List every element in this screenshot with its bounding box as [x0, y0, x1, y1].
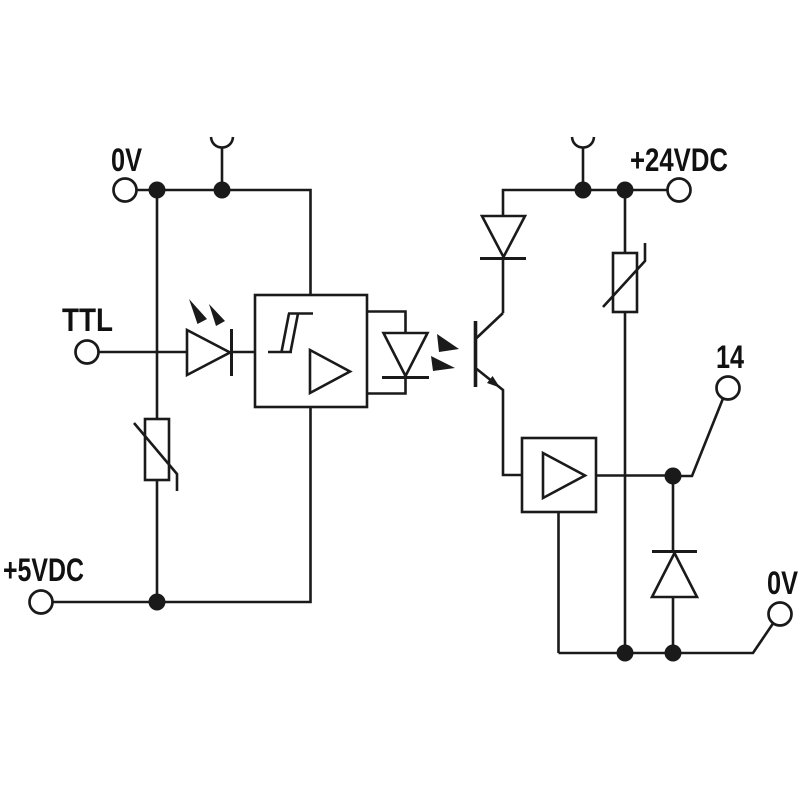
- phototransistor-icon: [473, 312, 522, 477]
- wire-opto-led-loop: [367, 310, 407, 395]
- varistor-output-icon: [602, 243, 647, 314]
- junction-dot: [664, 467, 682, 485]
- junction-dots: [148, 181, 682, 662]
- input-circuit: [52, 136, 369, 604]
- output-amp-triangle: [541, 450, 588, 501]
- hysteresis-symbol: [268, 312, 313, 354]
- terminals: [28, 177, 793, 627]
- output-circuit: [479, 136, 775, 655]
- wire-24v-rail: [501, 188, 668, 216]
- terminal-0v-top-left: [112, 177, 138, 203]
- labels: 0V TTL +5VDC +24VDC 14 0V: [3, 142, 799, 601]
- label-24vdc: +24VDC: [630, 142, 728, 178]
- wire-0v-rail: [136, 188, 312, 297]
- led-light-arrow-1: [189, 299, 207, 324]
- amplifier-triangle: [308, 347, 353, 396]
- opto-light-arrow-2: [431, 356, 455, 371]
- junction-dot: [148, 181, 166, 199]
- optocoupler: [367, 310, 522, 477]
- varistor-diagonal: [133, 422, 179, 491]
- varistor-input-icon: [133, 417, 179, 491]
- junction-dot: [664, 644, 682, 662]
- output-amplifier-icon: [520, 436, 598, 514]
- label-0v-top-left: 0V: [111, 142, 143, 178]
- label-14: 14: [716, 339, 744, 375]
- phototransistor-collector: [474, 312, 504, 340]
- terminal-ttl-input: [74, 339, 100, 365]
- indicator-led-icon: [185, 299, 233, 378]
- schmitt-trigger-driver-icon: [253, 293, 369, 409]
- terminal-24vdc: [666, 177, 692, 203]
- terminal-5vdc: [28, 589, 54, 615]
- emitter-arrowhead: [487, 376, 500, 388]
- phototransistor-emitter: [474, 366, 522, 477]
- series-diode-triangle: [479, 214, 528, 260]
- led-triangle: [185, 327, 233, 378]
- junction-dot: [616, 181, 634, 199]
- label-0v-bottom-right: 0V: [767, 565, 799, 601]
- wire-5v-rail: [52, 407, 312, 604]
- varistor2-diagonal: [602, 243, 647, 308]
- label-ttl: TTL: [62, 302, 113, 338]
- freewheeling-diode-icon: [649, 550, 700, 599]
- junction-dot: [148, 593, 166, 611]
- terminal-0v-bottom-right: [767, 601, 793, 627]
- junction-dot: [616, 644, 634, 662]
- junction-dot: [213, 181, 231, 199]
- plug-terminal-right-icon: [570, 136, 596, 149]
- series-diode-icon: [479, 214, 528, 260]
- led-light-arrow-2: [209, 304, 225, 326]
- label-5vdc: +5VDC: [3, 552, 84, 588]
- freewheel-diode-triangle: [649, 550, 700, 599]
- opto-led-triangle: [381, 331, 430, 379]
- terminal-output-14: [715, 375, 741, 401]
- plug-terminal-left-icon: [209, 136, 235, 149]
- opto-light-arrow-1: [437, 334, 459, 352]
- junction-dot: [574, 181, 592, 199]
